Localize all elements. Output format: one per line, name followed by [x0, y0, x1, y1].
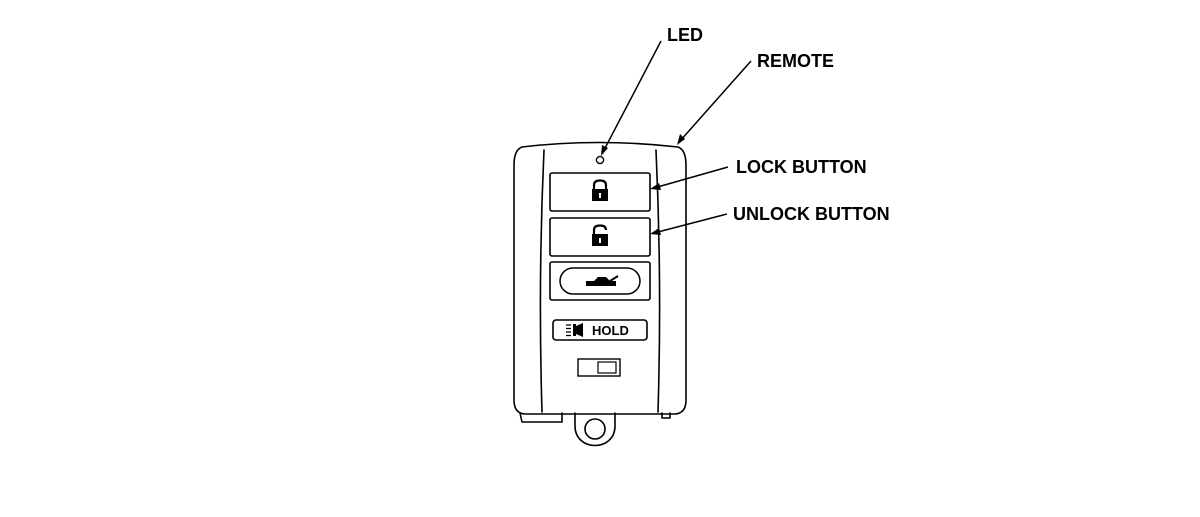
key-release-slider[interactable] [577, 358, 621, 377]
led-callout: LED [667, 25, 703, 45]
led-leader-line [601, 40, 662, 156]
bottom-notch-right [661, 412, 671, 419]
remote-body [513, 141, 687, 415]
unlock-leader-line [650, 213, 728, 235]
lock-button[interactable] [549, 172, 651, 212]
locked-padlock-icon [592, 179, 608, 201]
bottom-notch-left [519, 412, 563, 423]
trunk-button[interactable] [549, 261, 651, 301]
face-left-edge [539, 149, 545, 413]
key-ring-tab [574, 412, 616, 447]
face-right-edge [655, 149, 661, 413]
lock-button-callout: LOCK BUTTON [736, 157, 867, 177]
car-trunk-icon [586, 275, 619, 286]
lock-leader-line [650, 166, 729, 190]
panic-hold-button[interactable]: HOLD [552, 319, 648, 341]
unlock-button[interactable] [549, 217, 651, 257]
remote-leader-line [677, 60, 752, 145]
unlock-button-callout: UNLOCK BUTTON [733, 204, 890, 224]
horn-light-icon [566, 323, 583, 337]
led-indicator [595, 155, 605, 165]
unlocked-padlock-icon [592, 224, 608, 246]
remote-callout: REMOTE [757, 51, 835, 71]
hold-label: HOLD [592, 323, 629, 338]
